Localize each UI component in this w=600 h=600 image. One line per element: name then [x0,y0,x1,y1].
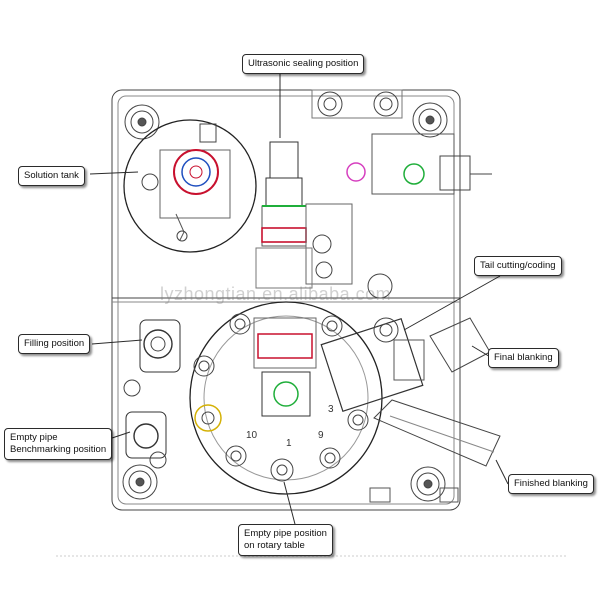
solution-tank [123,119,257,253]
corner-wheel-bl [122,464,158,500]
leader-filling [91,339,143,345]
callout-text-line-1: Empty pipe [10,432,58,443]
leader-empty-pipe-rotary [283,481,297,529]
dial-number-9: 9 [318,430,324,441]
callout-finished-blanking: Finished blanking [508,474,594,494]
finished-blanking-chute [373,399,501,467]
callout-ultrasonic-sealing: Ultrasonic sealing position [242,54,365,74]
leader-solution-tank [89,171,139,175]
callout-text-line-1: Empty pipe position [244,528,327,539]
leader-tail-cutting [403,275,501,331]
corner-wheel-tr [412,102,448,138]
dial-number-10: 10 [246,430,258,441]
callout-tail-cutting: Tail cutting/coding [474,256,562,276]
machine-frame [111,89,461,511]
callout-filling-position: Filling position [18,334,91,354]
dial-number-3: 3 [328,404,334,415]
top-rollers [311,89,403,119]
callout-solution-tank: Solution tank [18,166,85,186]
rotary-table [189,301,383,495]
callout-text: Tail cutting/coding [480,260,556,271]
callout-final-blanking: Final blanking [488,348,559,368]
filling-parts [123,319,181,469]
ultrasonic-head [255,141,353,289]
dial-number-1: 1 [286,438,292,449]
corner-wheel-br [410,466,446,502]
corner-wheel-tl [124,104,160,140]
callout-text: Final blanking [494,352,553,363]
leader-finished-blanking [495,459,509,485]
callout-empty-pipe-benchmarking: Empty pipe Benchmarking position [4,428,113,460]
callout-text: Solution tank [24,170,79,181]
callout-text: Filling position [24,338,85,349]
callout-text: Finished blanking [514,478,588,489]
right-module [346,133,492,299]
callout-text-line-2: Benchmarking position [10,444,107,455]
tail-cutting-module [320,317,425,413]
callout-empty-pipe-rotary: Empty pipe position on rotary table [238,524,333,556]
callout-text: Ultrasonic sealing position [248,58,359,69]
callout-text-line-2: on rotary table [244,540,305,551]
watermark: lyzhongtian.en.alibaba.com [160,284,392,304]
